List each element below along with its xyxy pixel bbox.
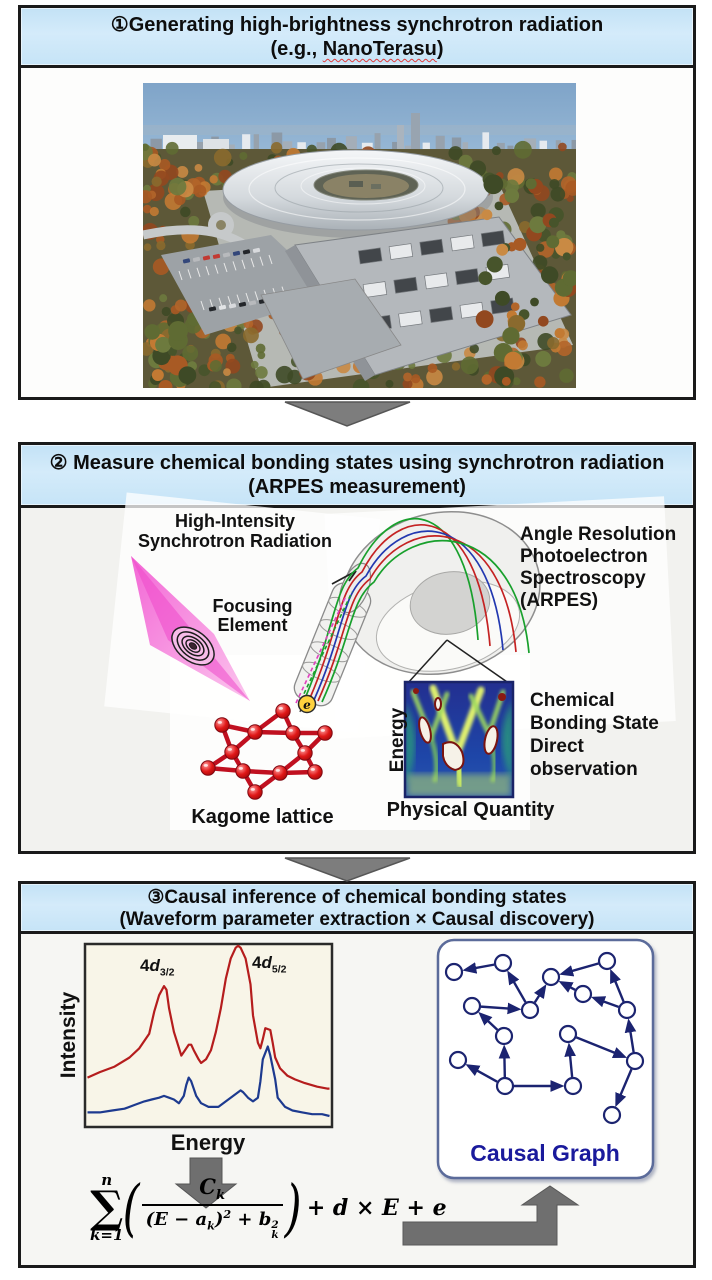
panel1-header: ①Generating high-brightness synchrotron … [21, 8, 693, 68]
focusing-label-line1: Focusing [212, 596, 293, 616]
beam-label-line2: Synchrotron Radiation [137, 531, 332, 551]
chem-label-line2: Bonding State [530, 713, 659, 734]
beam-label-line1: High-Intensity [175, 511, 295, 531]
peak2-letter: d [261, 953, 272, 972]
nanoterasu-word: NanoTerasu [322, 38, 437, 60]
panel-arpes: ② Measure chemical bonding states using … [18, 442, 696, 854]
sum-symbol: ∑ [90, 1182, 124, 1233]
arpes-label-line2: Photoelectron [520, 546, 648, 567]
peak-label-4d52: 4d5/2 [252, 953, 287, 975]
den-b-sup: 2 [271, 1219, 279, 1232]
den-t2: ) [214, 1208, 224, 1230]
arrow-panel1-to-panel2 [284, 401, 411, 427]
den-t2-sup: 2 [223, 1207, 232, 1221]
focusing-label-line2: Element [217, 615, 288, 635]
beam-label: High-Intensity Synchrotron Radiation [110, 511, 360, 551]
open-paren: ( [123, 1171, 140, 1244]
chem-label-line3: Direct [530, 736, 584, 757]
focusing-element-label: Focusing Element [190, 597, 315, 635]
chem-label-line4: observation [530, 759, 638, 780]
panel2-title-line1: ② Measure chemical bonding states using … [49, 452, 665, 474]
numerator: Ck [199, 1173, 225, 1204]
panel2-title-line2: (ARPES measurement) [248, 476, 466, 498]
arpes-label-line1: Angle Resolution [520, 524, 677, 545]
chemical-bonding-label: Chemical Bonding State Direct observatio… [530, 689, 700, 781]
arpes-label-line4: (ARPES) [520, 590, 599, 611]
formula-tail: + d × E + e [306, 1194, 447, 1221]
peak-label-4d32: 4d3/2 [140, 956, 175, 978]
den-t1-sub: k [207, 1219, 215, 1233]
close-paren: ) [284, 1171, 302, 1244]
den-b-sub: k [271, 1229, 279, 1242]
numerator-sub: k [215, 1187, 225, 1203]
panel2-header: ② Measure chemical bonding states using … [21, 445, 693, 508]
numerator-c: C [199, 1173, 216, 1199]
arpes-label-line3: Spectroscopy [520, 568, 646, 589]
panel1-title-line1: ①Generating high-brightness synchrotron … [110, 14, 604, 36]
physical-quantity-label: Physical Quantity [386, 799, 555, 821]
peak1-sub: 3/2 [159, 966, 175, 979]
den-t1: (E − a [145, 1208, 208, 1230]
intensity-axis-label: Intensity [57, 991, 80, 1079]
energy-axis-label-plot: Energy [170, 1130, 246, 1155]
causal-graph-label: Causal Graph [470, 1140, 620, 1166]
den-t3: + b [231, 1208, 272, 1230]
peak2-sub: 5/2 [271, 963, 287, 976]
energy-axis-label-heatmap: Energy [387, 707, 408, 773]
chem-label-line1: Chemical [530, 690, 615, 711]
kagome-label: Kagome lattice [191, 806, 334, 828]
arrow-panel2-to-panel3 [284, 857, 411, 882]
sum-upper-limit: n [101, 1171, 113, 1189]
panel3-title-line2: (Waveform parameter extraction × Causal … [119, 909, 595, 930]
panel1-title-line2: (e.g., NanoTerasu) [21, 37, 693, 61]
arpes-label: Angle Resolution Photoelectron Spectrosc… [520, 524, 695, 612]
panel3-header: ③Causal inference of chemical bonding st… [21, 884, 693, 934]
summation: n ∑ k=1 [90, 1173, 123, 1243]
panel-synchrotron: ①Generating high-brightness synchrotron … [18, 5, 696, 400]
sum-lower-limit: k=1 [90, 1225, 124, 1244]
panel1-title2-suffix: ) [436, 38, 444, 60]
panel1-title2-prefix: (e.g., [270, 38, 323, 60]
peak1-letter: d [149, 956, 160, 975]
panel3-title-line1: ③Causal inference of chemical bonding st… [147, 887, 567, 908]
